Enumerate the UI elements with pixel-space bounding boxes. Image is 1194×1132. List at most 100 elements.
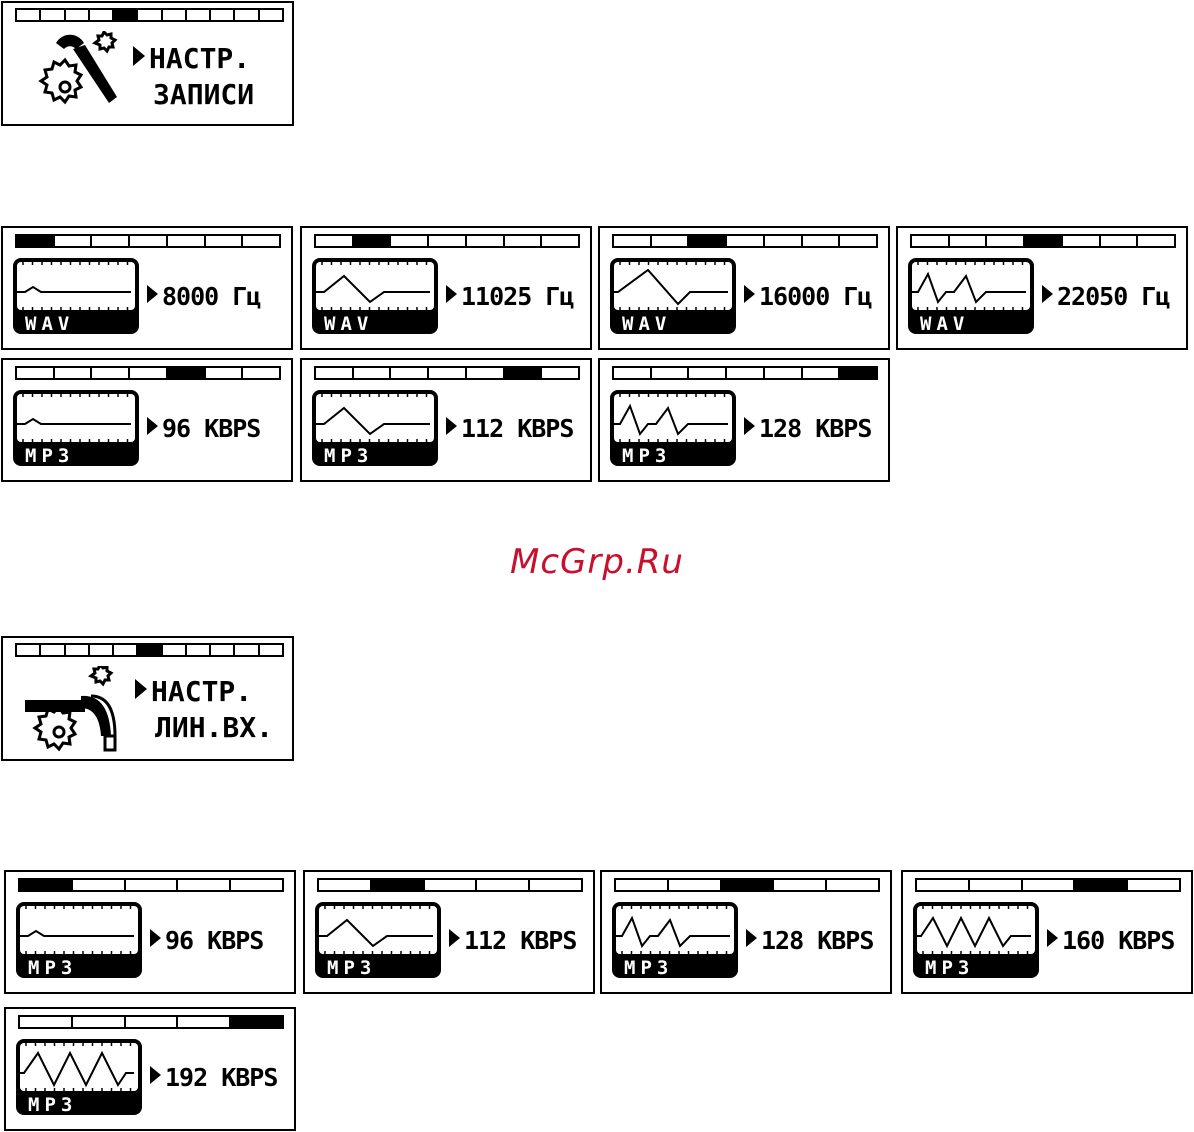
position-segment — [206, 236, 244, 246]
position-segment — [477, 880, 530, 890]
position-segment — [1025, 236, 1063, 246]
option-value: 96 KBPS — [147, 414, 260, 443]
cable-gear-icon — [21, 666, 133, 752]
option-value-text: 128 KBPS — [761, 926, 873, 955]
position-segment — [316, 368, 354, 378]
menu-title-line1: НАСТР. — [151, 675, 252, 708]
position-segment — [66, 645, 90, 655]
option-value-text: 8000 Гц — [162, 282, 260, 311]
option-value: 96 KBPS — [150, 926, 263, 955]
position-segment — [987, 236, 1025, 246]
position-segment — [41, 10, 65, 20]
arrow-right-icon — [1047, 929, 1058, 947]
format-label: MP3 — [25, 445, 74, 467]
position-segment — [55, 236, 93, 246]
format-label: MP3 — [624, 957, 673, 979]
line-in-option-screen[interactable]: MP3 128 KBPS — [600, 870, 892, 994]
position-segment — [114, 645, 138, 655]
option-position-bar — [612, 366, 878, 380]
position-segment — [467, 368, 505, 378]
position-segment — [163, 645, 187, 655]
waveform-display-icon: WAV — [310, 256, 440, 336]
position-segment — [73, 1017, 126, 1027]
position-segment — [1128, 880, 1179, 890]
position-segment — [260, 645, 282, 655]
line-in-option-screen[interactable]: MP3 96 KBPS — [4, 870, 296, 994]
position-segment — [840, 236, 876, 246]
option-value-text: 160 KBPS — [1062, 926, 1174, 955]
recording-option-screen[interactable]: WAV 16000 Гц — [598, 226, 890, 350]
format-label: WAV — [622, 313, 671, 335]
position-segment — [187, 645, 211, 655]
record-settings-menu-screen[interactable]: НАСТР. ЗАПИСИ — [1, 1, 294, 126]
position-segment — [20, 1017, 73, 1027]
position-segment — [1023, 880, 1076, 890]
position-segment — [614, 368, 652, 378]
position-segment — [616, 880, 669, 890]
line-in-option-screen[interactable]: MP3 160 KBPS — [901, 870, 1193, 994]
waveform-display-icon: WAV — [608, 256, 738, 336]
option-value-text: 112 KBPS — [464, 926, 576, 955]
position-segment — [114, 10, 138, 20]
option-value: 128 KBPS — [746, 926, 873, 955]
format-label: MP3 — [925, 957, 974, 979]
position-segment — [126, 1017, 179, 1027]
position-segment — [178, 1017, 231, 1027]
position-segment — [372, 880, 425, 890]
position-segment — [243, 236, 279, 246]
option-value-text: 96 KBPS — [162, 414, 260, 443]
waveform-display-icon: WAV — [906, 256, 1036, 336]
position-segment — [235, 10, 259, 20]
option-position-bar — [314, 366, 580, 380]
option-position-bar — [15, 234, 281, 248]
position-segment — [260, 10, 282, 20]
waveform-display-icon: MP3 — [310, 388, 440, 468]
position-segment — [316, 236, 354, 246]
recording-option-screen[interactable]: MP3 96 KBPS — [1, 358, 293, 482]
arrow-right-icon — [449, 929, 460, 947]
position-segment — [231, 880, 282, 890]
position-segment — [211, 10, 235, 20]
position-segment — [722, 880, 775, 890]
position-segment — [467, 236, 505, 246]
position-segment — [505, 236, 543, 246]
option-value-text: 22050 Гц — [1057, 282, 1169, 311]
position-segment — [689, 368, 727, 378]
position-segment — [92, 236, 130, 246]
watermark: McGrp.Ru — [0, 542, 1194, 582]
position-segment — [429, 368, 467, 378]
option-position-bar — [614, 878, 880, 892]
position-segment — [206, 368, 244, 378]
format-label: MP3 — [28, 1094, 77, 1116]
option-value: 112 KBPS — [446, 414, 573, 443]
recording-option-screen[interactable]: WAV 22050 Гц — [896, 226, 1188, 350]
option-value: 16000 Гц — [744, 282, 871, 311]
arrow-right-icon — [744, 285, 755, 303]
format-label: MP3 — [28, 957, 77, 979]
position-segment — [727, 236, 765, 246]
arrow-right-icon — [133, 46, 145, 66]
position-segment — [231, 1017, 282, 1027]
arrow-right-icon — [446, 417, 457, 435]
position-segment — [235, 645, 259, 655]
option-value: 128 KBPS — [744, 414, 871, 443]
position-segment — [652, 236, 690, 246]
arrow-right-icon — [744, 417, 755, 435]
position-segment — [689, 236, 727, 246]
position-segment — [20, 880, 73, 890]
menu-position-bar — [15, 8, 284, 22]
line-in-settings-menu-screen[interactable]: НАСТР. ЛИН.ВХ. — [1, 636, 294, 761]
recording-option-screen[interactable]: MP3 112 KBPS — [300, 358, 592, 482]
menu-title-line1: НАСТР. — [149, 42, 250, 75]
option-value-text: 112 KBPS — [461, 414, 573, 443]
position-segment — [774, 880, 827, 890]
position-segment — [391, 236, 429, 246]
waveform-display-icon: MP3 — [14, 900, 144, 980]
option-position-bar — [15, 366, 281, 380]
position-segment — [126, 880, 179, 890]
